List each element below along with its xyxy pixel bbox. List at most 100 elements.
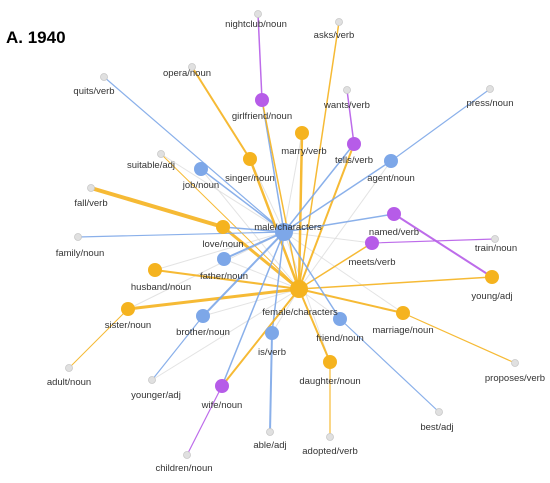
node-press[interactable] [486,85,494,93]
node-label-sister: sister/noun [105,320,151,331]
node-label-friend: friend/noun [316,333,364,344]
node-label-adopted: adopted/verb [302,446,357,457]
node-suitable[interactable] [157,150,165,158]
node-friend[interactable] [333,312,347,326]
edge-younger-female [151,288,300,381]
node-label-wants: wants/verb [323,100,370,111]
node-fall[interactable] [87,184,95,192]
node-children[interactable] [183,451,191,459]
edge-agent-male [283,160,392,233]
edge-nightclub-girlfriend [257,13,263,101]
edge-friend-male [283,231,341,320]
edge-daughter-female [298,288,331,363]
node-love[interactable] [216,220,230,234]
node-label-is: is/verb [258,347,286,358]
edge-meets-male [283,231,373,244]
node-marry[interactable] [295,126,309,140]
node-label-asks: asks/verb [314,30,355,41]
node-quits[interactable] [100,73,108,81]
node-label-singer: singer/noun [225,173,275,184]
node-label-best: best/adj [420,422,453,433]
node-meets[interactable] [365,236,379,250]
edge-quits-male [103,76,285,233]
node-brother[interactable] [196,309,210,323]
edge-friend-best [339,318,440,413]
node-label-male: male/characters [254,222,322,233]
node-husband[interactable] [148,263,162,277]
node-wants[interactable] [343,86,351,94]
edge-is-able [269,332,273,433]
node-adopted[interactable] [326,433,334,441]
edge-girlfriend-female [261,99,300,290]
node-best[interactable] [435,408,443,416]
node-able[interactable] [266,428,274,436]
node-label-able: able/adj [253,440,286,451]
edge-marriage-female [298,288,404,314]
node-label-suitable: suitable/adj [127,160,175,171]
edge-marry-male [283,132,303,233]
node-label-young: young/adj [471,291,512,302]
edge-female-young [298,276,493,290]
edge-press-agent [390,88,491,162]
node-young[interactable] [485,270,499,284]
edge-adult-sister [68,308,129,369]
node-tells[interactable] [347,137,361,151]
edge-wife-male [221,231,285,387]
node-younger[interactable] [148,376,156,384]
node-label-husband: husband/noun [131,282,191,293]
edge-tells-male [283,143,355,233]
node-agent[interactable] [384,154,398,168]
edge-wife-children [186,385,223,456]
node-job[interactable] [194,162,208,176]
label-layer: male/charactersfemale/charactersnightclu… [47,19,545,474]
node-label-proposes: proposes/verb [485,373,545,384]
node-label-fall: fall/verb [74,198,107,209]
edge-sister-female [126,287,301,311]
node-asks[interactable] [335,18,343,26]
edge-love-female [221,225,301,291]
edge-fall-love [89,186,225,229]
node-label-brother: brother/noun [176,327,230,338]
node-label-quits: quits/verb [73,86,114,97]
edge-suitable-male [160,153,285,233]
node-is[interactable] [265,326,279,340]
node-label-younger: younger/adj [131,390,181,401]
node-father[interactable] [217,252,231,266]
edge-is-male [271,231,285,334]
edge-named-male [283,213,395,233]
edge-brother-female [202,288,300,317]
node-sister[interactable] [121,302,135,316]
node-proposes[interactable] [511,359,519,367]
node-label-adult: adult/noun [47,377,91,388]
node-nightclub[interactable] [254,10,262,18]
node-label-opera: opera/noun [163,68,211,79]
node-female[interactable] [290,280,308,298]
node-opera[interactable] [188,63,196,71]
node-adult[interactable] [65,364,73,372]
edge-job-male [200,168,285,233]
node-wife[interactable] [215,379,229,393]
node-label-female: female/characters [262,307,338,318]
node-label-agent: agent/noun [367,173,415,184]
node-marriage[interactable] [396,306,410,320]
edge-sister-male [127,231,285,310]
node-named[interactable] [387,207,401,221]
node-singer[interactable] [243,152,257,166]
edge-asks-female [298,21,340,290]
node-label-meets: meets/verb [349,257,396,268]
node-male[interactable] [275,223,293,241]
edge-brother-male [202,231,285,317]
node-daughter[interactable] [323,355,337,369]
node-family[interactable] [74,233,82,241]
edge-suitable-female [160,153,300,290]
node-label-wife: wife/noun [201,400,243,411]
edge-wife-female [221,288,300,387]
node-label-family: family/noun [56,248,105,259]
node-train[interactable] [491,235,499,243]
edge-marriage-male [283,231,404,314]
edge-layer [68,13,516,456]
panel-label: A. 1940 [6,28,66,47]
node-label-girlfriend: girlfriend/noun [232,111,292,122]
node-girlfriend[interactable] [255,93,269,107]
